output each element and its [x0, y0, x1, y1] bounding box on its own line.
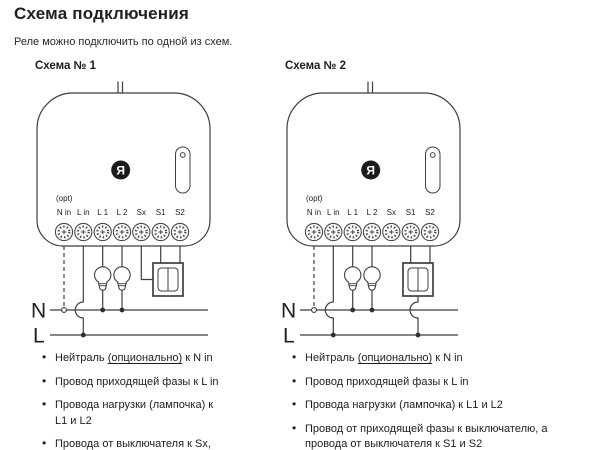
- junction-dot: [350, 307, 356, 313]
- wire-sx: [140, 246, 153, 281]
- optional-term-link[interactable]: (опционально): [107, 352, 183, 364]
- yandex-logo-letter: Я: [116, 163, 125, 177]
- list-item: Провод приходящей фазы к L in: [292, 374, 566, 391]
- note-text: Провода от выключателя к Sx, S1 и S2: [55, 438, 211, 450]
- note-text: Провод приходящей фазы к L in: [55, 375, 219, 388]
- terminal-label-s1: S1: [156, 208, 166, 217]
- junction-dot: [80, 332, 86, 338]
- yandex-logo-letter: Я: [366, 163, 375, 177]
- light-bulb-icon: [343, 266, 362, 291]
- junction-dot: [100, 307, 106, 313]
- phase-line-label: L: [283, 325, 295, 347]
- terminal-label-nin: N in: [57, 208, 71, 217]
- list-item: Нейтраль (опционально) к N in: [292, 350, 566, 367]
- opt-label: (opt): [56, 194, 73, 203]
- terminal-label-sx: Sx: [387, 208, 396, 217]
- note-text: Нейтраль: [305, 352, 358, 364]
- list-item: Провод от приходящей фазы к выключателю,…: [292, 421, 566, 450]
- optional-term-link[interactable]: (опционально): [357, 352, 433, 364]
- terminal-label-s1: S1: [406, 208, 416, 217]
- scheme1-diagram: Я (opt) N in L in L 1 L 2 Sx S1 S2: [31, 80, 211, 347]
- terminal-label-s2: S2: [425, 208, 435, 217]
- terminal-label-nin: N in: [307, 208, 321, 217]
- page-subtitle: Реле можно подключить по одной из схем.: [14, 36, 233, 48]
- junction-dot: [119, 307, 125, 313]
- page-title: Схема подключения: [14, 4, 190, 23]
- scheme2-diagram: Я (opt) N in L in L 1 L 2 Sx S1 S2: [281, 80, 461, 347]
- list-item: Провода от выключателя к Sx, S1 и S2: [42, 436, 224, 450]
- neutral-line-label: N: [31, 300, 46, 323]
- note-text: к N in: [432, 352, 463, 364]
- light-bulb-icon: [93, 266, 112, 291]
- junction-dot: [330, 332, 336, 338]
- scheme2-notes: Нейтраль (опционально) к N in Провод при…: [292, 350, 566, 450]
- scheme1-wires: [50, 246, 208, 336]
- phase-line-label: L: [33, 325, 45, 347]
- terminal-label-l2: L 2: [367, 208, 378, 217]
- light-bulb-icon: [113, 266, 131, 291]
- note-text: к N in: [182, 352, 213, 364]
- note-text: Провода нагрузки (лампочка) к L1 и L2: [55, 399, 214, 427]
- wire-phase-in: [74, 246, 84, 335]
- terminal-label-sx: Sx: [137, 208, 146, 217]
- list-item: Провод приходящей фазы к L in: [42, 374, 224, 391]
- yandex-logo-icon: [111, 160, 131, 180]
- wire-phase-in: [324, 246, 334, 335]
- wall-switch-icon: [402, 262, 434, 297]
- terminal-label-l1: L 1: [97, 208, 108, 217]
- terminal-label-l1: L 1: [347, 208, 358, 217]
- junction-dot: [369, 307, 375, 313]
- scheme2-wires: [300, 246, 458, 336]
- list-item: Провода нагрузки (лампочка) к L1 и L2: [42, 397, 224, 429]
- terminal-label-lin: L in: [77, 208, 90, 217]
- list-item: Нейтраль (опционально) к N in: [42, 350, 224, 367]
- scheme2-heading: Схема № 2: [285, 60, 347, 72]
- note-text: Провод приходящей фазы к L in: [305, 375, 469, 388]
- note-text: Провода нагрузки (лампочка) к L1 и L2: [305, 399, 503, 411]
- wire-switch-to-phase: [409, 296, 419, 335]
- scheme1-heading: Схема № 1: [35, 60, 97, 72]
- terminal-label-lin: L in: [327, 208, 340, 217]
- yandex-logo-icon: [361, 160, 381, 180]
- wall-switch-icon: [152, 262, 184, 297]
- open-terminal-dot: [311, 307, 317, 313]
- light-bulb-icon: [363, 266, 381, 291]
- neutral-line-label: N: [281, 300, 296, 323]
- junction-dot: [415, 332, 421, 338]
- note-text: Нейтраль: [55, 352, 108, 364]
- terminal-label-l2: L 2: [117, 208, 128, 217]
- opt-label: (opt): [306, 194, 323, 203]
- list-item: Провода нагрузки (лампочка) к L1 и L2: [292, 397, 566, 414]
- note-text: Провод от приходящей фазы к выключателю,…: [305, 422, 548, 450]
- open-terminal-dot: [61, 307, 67, 313]
- scheme1-notes: Нейтраль (опционально) к N in Провод при…: [42, 350, 224, 450]
- terminal-label-s2: S2: [175, 208, 185, 217]
